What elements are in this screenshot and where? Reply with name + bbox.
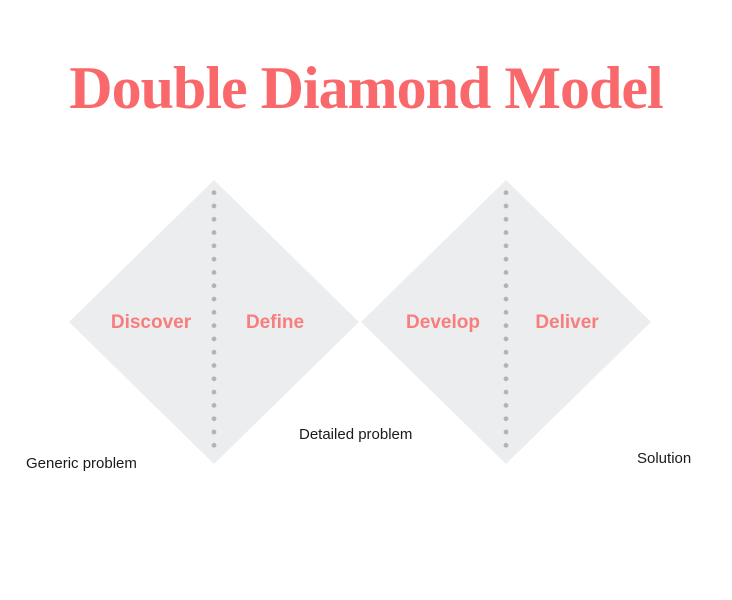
caption-generic-problem: Generic problem xyxy=(26,455,137,472)
dotted-divider-line xyxy=(503,186,509,452)
phase-label-deliver: Deliver xyxy=(535,312,599,333)
page-title: Double Diamond Model xyxy=(69,55,663,121)
phase-label-define: Define xyxy=(245,312,305,333)
caption-solution: Solution xyxy=(637,450,692,467)
dotted-divider-line xyxy=(211,186,217,452)
diamond-solution: Develop Deliver xyxy=(361,180,651,464)
diamond-problem: Discover Define xyxy=(69,180,359,464)
phase-label-discover: Discover xyxy=(110,312,192,333)
phase-label-develop: Develop xyxy=(406,312,480,333)
caption-detailed-problem: Detailed problem xyxy=(299,426,413,443)
